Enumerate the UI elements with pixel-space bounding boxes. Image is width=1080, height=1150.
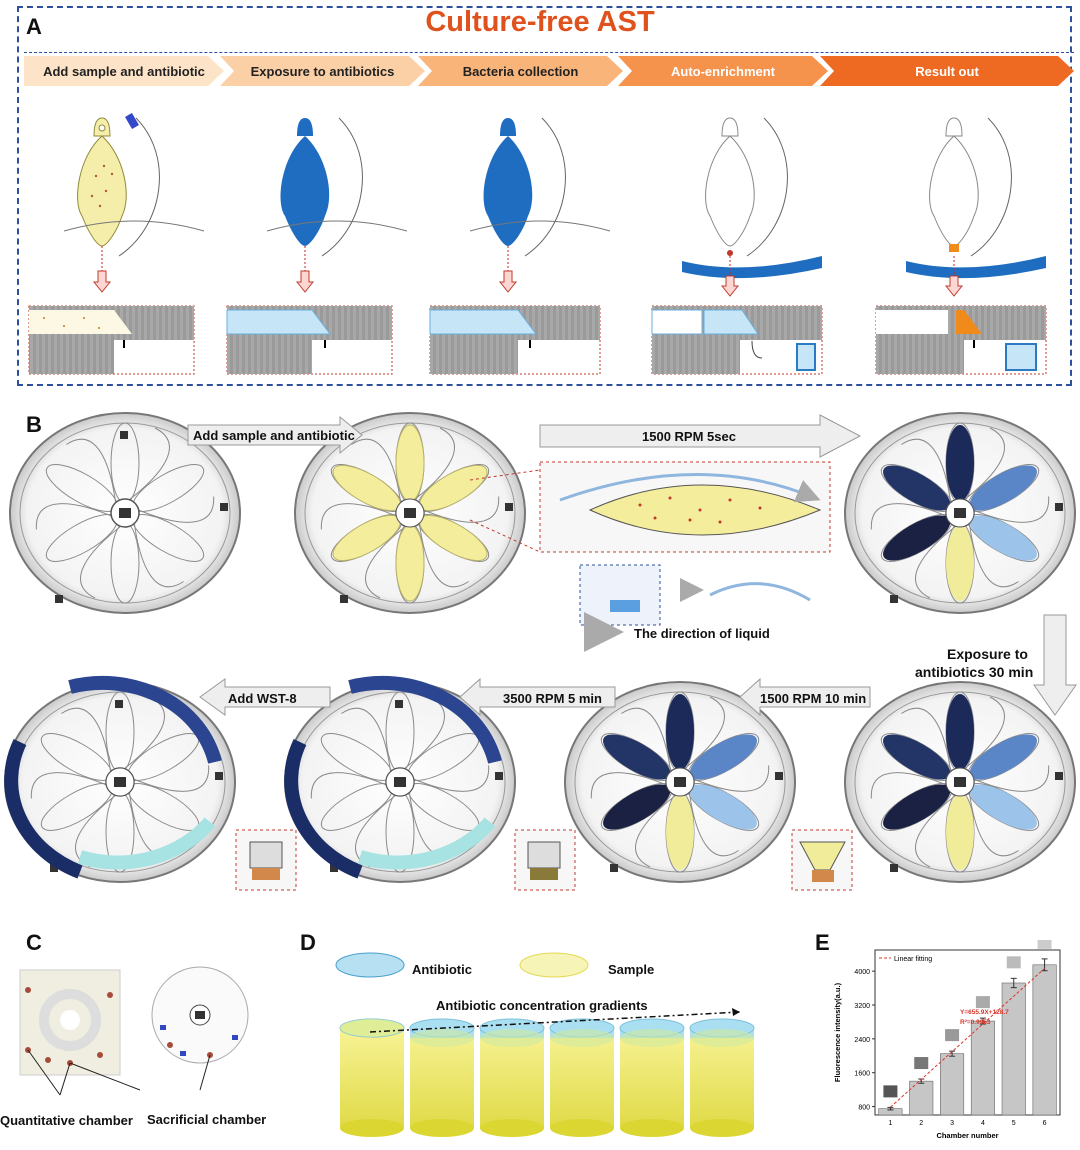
panel-a-letter: A [26,14,42,39]
x-tick-label: 5 [1012,1120,1016,1127]
gradient-cylinder [409,1018,475,1137]
arrow-add-sample [187,415,363,455]
disc-after-spin [844,412,1076,614]
bar [1032,964,1057,1116]
disc-wst8 [4,675,236,883]
r-squared: R²=0.9953 [960,1019,991,1026]
disc-sample-loaded [294,412,526,614]
label-sample: Sample [608,962,655,977]
gradient-cylinder [549,1018,615,1137]
label-direction: The direction of liquid [634,626,770,641]
disc-3500rpm [284,675,516,883]
zoom-box-1 [235,829,297,891]
y-tick-label: 2400 [854,1037,870,1044]
label-exposure-1: Exposure to [947,646,1028,662]
device-add-sample [28,112,205,375]
arrow-spin-5sec [539,414,862,458]
x-tick-label: 4 [981,1120,985,1127]
label-exposure-2: antibiotics 30 min [915,664,1034,680]
panel-e-letter: E [815,930,830,955]
y-axis-label: Fluorescence intensity(a.u.) [833,982,842,1082]
step-4: Auto-enrichment [618,56,828,86]
panel-d-image [335,952,755,1137]
label-sacrificial-chamber: Sacrificial chamber [147,1112,267,1127]
panel-c-letter: C [26,930,42,955]
device-result-out [875,117,1047,375]
arrow-1500-10min [739,677,871,717]
x-tick-label: 2 [919,1120,923,1127]
x-tick-label: 3 [950,1120,954,1127]
x-tick-label: 6 [1043,1120,1047,1127]
label-wst8: Add WST-8 [228,691,297,706]
label-gradient: Antibiotic concentration gradients [436,998,648,1013]
zoom-box-3 [791,829,853,891]
chamber-swatch [975,996,990,1009]
chamber-swatch [914,1057,929,1070]
label-3500: 3500 RPM 5 min [503,691,602,706]
label-1500-10min: 1500 RPM 10 min [760,691,867,706]
panel-a-frame [17,6,1072,386]
gradient-cylinder [689,1018,755,1137]
label-antibiotic: Antibiotic [412,962,472,977]
bar [940,1053,965,1116]
device-bacteria-collection [429,117,611,375]
chamber-swatch [945,1029,960,1042]
panel-b-diagram [4,412,1077,891]
chamber-swatch [1006,956,1021,969]
step-1: Add sample and antibiotic [24,56,224,86]
panel-c-image [19,966,249,1096]
legend-fit: Linear fitting [894,956,932,963]
step-label: Exposure to antibiotics [250,63,395,79]
step-label: Add sample and antibiotic [43,63,205,79]
step-label: Bacteria collection [462,63,579,79]
step-label: Auto-enrichment [671,63,775,79]
y-tick-label: 1600 [854,1071,870,1078]
fluorescence-chart: 800 1600 2400 3200 4000 1 2 3 4 5 6 Linear fittingY… [833,940,1061,1140]
device-exposure [226,117,408,375]
title-divider [24,52,1074,53]
device-auto-enrichment [651,117,823,375]
y-tick-label: 3200 [854,1003,870,1010]
gradient-cylinder [339,1018,405,1137]
panel-a-title: Culture-free AST [425,6,655,38]
step-5: Result out [820,56,1074,86]
step-2: Exposure to antibiotics [220,56,425,86]
zoom-inset [469,461,831,652]
label-add-sample: Add sample and antibiotic [193,428,355,443]
bar [1001,982,1026,1116]
panel-d-letter: D [300,930,316,955]
disc-1500rpm-10min [564,681,796,883]
arrow-wst8 [199,678,331,716]
chamber-swatch [1037,940,1052,949]
x-tick-label: 1 [888,1120,892,1127]
fit-line [890,968,1045,1108]
bar [970,1020,995,1116]
step-3: Bacteria collection [418,56,623,86]
panel-b-letter: B [26,412,42,437]
arrow-down-exposure [1033,614,1077,716]
arrow-3500 [459,677,616,717]
label-1500-5sec: 1500 RPM 5sec [642,429,736,444]
y-tick-label: 800 [858,1105,870,1112]
y-tick-label: 4000 [854,969,870,976]
chamber-swatch [883,1085,898,1098]
x-axis-label: Chamber number [936,1131,998,1140]
step-label: Result out [915,63,979,79]
equation: Y=655.9X+128.7 [960,1009,1009,1016]
gradient-cylinder [479,1018,545,1137]
disc-exposure [844,681,1076,883]
panel-a-devices [28,112,1047,375]
gradient-cylinder [619,1018,685,1137]
label-quantitative-chamber: Quantitative chamber [0,1113,133,1128]
zoom-box-2 [514,829,576,891]
